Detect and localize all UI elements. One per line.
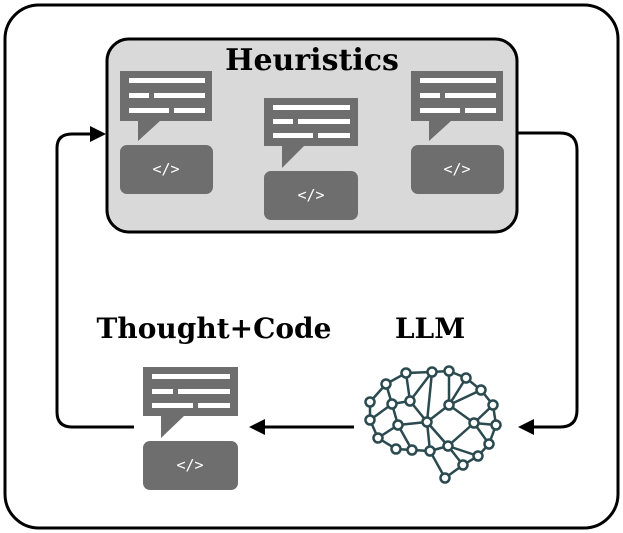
speech-bubble-icon bbox=[264, 98, 358, 168]
code-symbol: </> bbox=[176, 456, 203, 474]
brain-network-icon bbox=[364, 365, 502, 484]
code-icon: </> bbox=[120, 145, 213, 194]
speech-bubble-icon bbox=[411, 71, 503, 141]
heuristics-title: Heuristics bbox=[225, 43, 399, 78]
code-icon: </> bbox=[264, 171, 358, 220]
code-symbol: </> bbox=[152, 160, 179, 178]
code-icon: </> bbox=[143, 441, 238, 490]
code-symbol: </> bbox=[443, 160, 470, 178]
arrow-icon bbox=[55, 126, 134, 429]
heuristic-item-left: </> bbox=[120, 71, 213, 194]
heuristic-item-middle: </> bbox=[264, 98, 358, 220]
arrow-icon bbox=[249, 419, 354, 435]
speech-bubble-icon bbox=[143, 367, 238, 438]
heuristic-item-right: </> bbox=[411, 71, 504, 194]
thought-code-label: Thought+Code bbox=[97, 312, 332, 345]
thought-code-item: </> bbox=[143, 367, 238, 490]
speech-bubble-icon bbox=[120, 71, 212, 141]
code-symbol: </> bbox=[297, 186, 324, 204]
arrow-icon bbox=[517, 131, 579, 435]
llm-label: LLM bbox=[395, 312, 465, 345]
code-icon: </> bbox=[411, 145, 504, 194]
